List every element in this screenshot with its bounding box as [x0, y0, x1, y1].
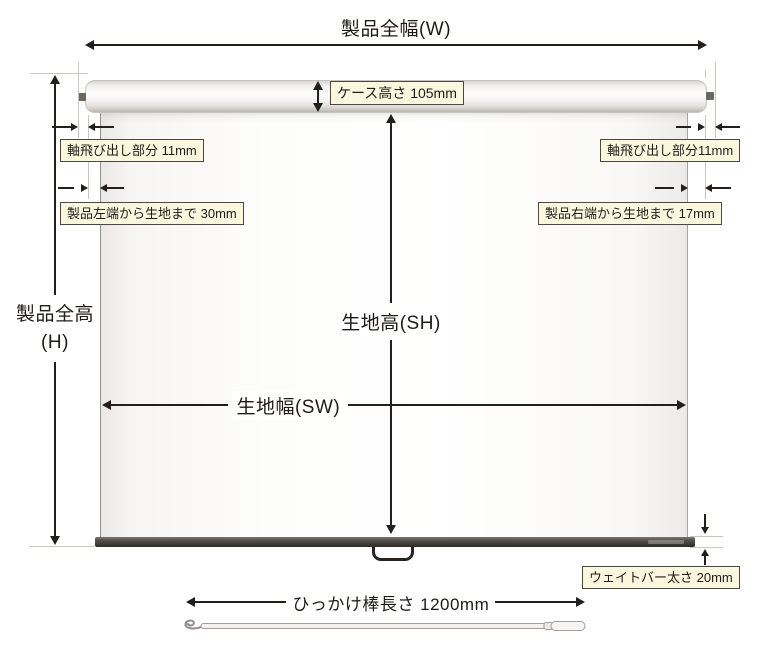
annotation-line [58, 187, 74, 189]
guide-shaft-tip-right [715, 62, 716, 138]
guide-weightbar-top [690, 536, 723, 537]
fabric-width-arrow: 生地幅(SW) [102, 390, 686, 420]
annotation-line [52, 126, 71, 128]
hook-rod-illustration [184, 619, 586, 631]
arrowhead-down [386, 525, 396, 534]
guide-bottom-left [30, 546, 96, 547]
dimension-line [195, 601, 287, 603]
fabric-width-label: 生地幅(SW) [232, 390, 345, 420]
pull-handle [372, 547, 414, 561]
arrowhead-down [50, 536, 60, 545]
hook-rod-arrow: ひっかけ棒長さ 1200mm [186, 590, 585, 614]
arrowhead-right [71, 123, 78, 131]
annotation-line [704, 514, 706, 528]
product-height-label: 製品全高 (H) [15, 304, 94, 353]
guide-shaft-tip-left [78, 62, 79, 138]
case-height-arrow [313, 81, 323, 112]
arrowhead-left [88, 123, 95, 131]
rod-handle [550, 621, 586, 631]
arrowhead-left [102, 400, 111, 410]
annotation-line [676, 126, 691, 128]
arrowhead-up [313, 81, 323, 90]
arrowhead-left [715, 123, 722, 131]
arrowhead-up [701, 549, 709, 556]
guide-weightbar-bottom [690, 547, 723, 548]
dimension-line [390, 339, 392, 525]
shaft-protrusion-left-callout: 軸飛び出し部分 11mm [60, 139, 204, 162]
weight-bar-thickness-callout: ウェイトバー太さ 20mm [582, 566, 740, 589]
shaft-protrusion-right-callout: 軸飛び出し部分11mm [600, 139, 741, 162]
arrowhead-right [698, 123, 705, 131]
shaft-pin-left [78, 93, 86, 101]
annotation-line [712, 187, 731, 189]
dimension-line [94, 44, 698, 46]
arrowhead-left [705, 184, 712, 192]
arrowhead-right [81, 184, 88, 192]
right-edge-to-fabric-callout: 製品右端から生地まで 17mm [538, 202, 722, 225]
annotation-line [107, 187, 124, 189]
weight-bar-brand-mark [648, 540, 684, 544]
product-width-label: 製品全幅(W) [340, 19, 452, 40]
arrowhead-right [576, 597, 585, 607]
arrowhead-left [100, 184, 107, 192]
weight-bar [95, 537, 695, 547]
dimension-line [54, 84, 56, 296]
dimension-line [390, 123, 392, 303]
guide-case-edge-right-top [705, 70, 706, 78]
product-width-arrow [85, 40, 707, 50]
annotation-line [722, 126, 740, 128]
guide-top-left [30, 73, 88, 74]
case-height-callout: ケース高さ 105mm [330, 81, 464, 105]
annotation-line [95, 126, 114, 128]
left-edge-to-fabric-callout: 製品左端から生地まで 30mm [60, 202, 244, 225]
fabric-height-arrow: 生地高(SH) [331, 114, 451, 534]
arrowhead-right [677, 400, 686, 410]
arrowhead-down [701, 527, 709, 534]
dimension-line [495, 601, 576, 603]
rod-shaft [200, 623, 552, 629]
hook-tip [184, 619, 205, 630]
fabric-height-label: 生地高(SH) [337, 306, 445, 336]
arrowhead-up [386, 114, 396, 123]
shaft-pin-right [706, 92, 714, 100]
product-height-arrow: 製品全高 (H) [15, 75, 95, 545]
arrowhead-down [313, 103, 323, 112]
annotation-line [655, 187, 674, 189]
arrowhead-left [85, 40, 94, 50]
arrowhead-right [681, 184, 688, 192]
dimension-line [111, 404, 229, 406]
dimension-line [317, 90, 319, 103]
dimension-line [54, 362, 56, 536]
arrowhead-right [698, 40, 707, 50]
arrowhead-up [50, 75, 60, 84]
arrowhead-left [186, 597, 195, 607]
dimension-line [348, 404, 677, 406]
hook-rod-label: ひっかけ棒長さ 1200mm [292, 594, 490, 614]
annotation-line [704, 555, 706, 565]
